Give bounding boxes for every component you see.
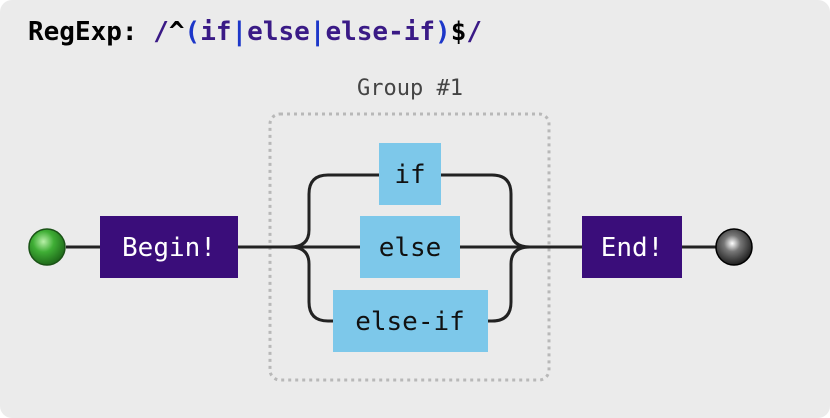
regexp-dollar: $: [450, 17, 467, 47]
regexp-pipe-1: |: [231, 17, 248, 47]
regexp-close-paren: ): [435, 17, 451, 47]
end-box: [582, 216, 682, 278]
start-node: [28, 228, 66, 266]
regexp-caret: ^: [168, 17, 185, 47]
regexp-alt-else-if: else-if: [325, 17, 436, 47]
end-node: [715, 228, 753, 266]
regexp-close-slash: /: [466, 17, 482, 47]
group-label: Group #1: [357, 76, 463, 101]
regexp-title: RegExp: /^(if|else|else-if)$/: [28, 14, 482, 50]
begin-label: Begin!: [122, 233, 216, 263]
alt-box-if: [379, 143, 441, 205]
curve-else-if-to-merge: [488, 245, 531, 323]
curve-split-to-else-if: [289, 245, 333, 323]
alt-box-else-if: [333, 290, 488, 352]
alt-label-else-if: else-if: [355, 307, 465, 337]
regexp-open-paren: (: [184, 17, 201, 47]
alt-box-else: [360, 216, 460, 278]
regexp-open-slash: /: [153, 17, 169, 47]
curve-if-to-merge: [441, 173, 531, 249]
regexp-alt-else: else: [247, 17, 310, 47]
begin-box: [100, 216, 238, 278]
regexp-label: RegExp:: [28, 17, 138, 47]
alt-label-else: else: [379, 233, 442, 263]
connector-lines: [66, 173, 716, 323]
regexp-pipe-2: |: [309, 17, 326, 47]
curve-split-to-if: [289, 173, 379, 249]
end-label: End!: [601, 233, 664, 263]
regexp-alt-if: if: [200, 17, 232, 47]
alt-label-if: if: [394, 160, 425, 190]
